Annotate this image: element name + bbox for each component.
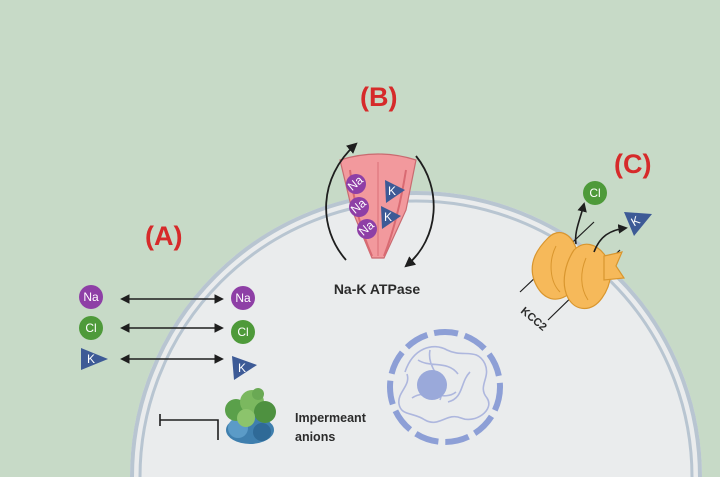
nucleus [387, 329, 503, 445]
kcc2-cl-efflux-arrow [574, 202, 587, 245]
k-ion-outside-label: K [87, 352, 95, 366]
kcc2-cl-ion [583, 181, 607, 205]
label-c: (C) [614, 149, 651, 179]
cl-ion-outside [79, 316, 103, 340]
anions-caption-line1: Impermeant [295, 411, 367, 425]
pump-k-ion-1 [385, 180, 405, 203]
k-ion-outside [81, 348, 108, 370]
cell-membrane-inner [138, 199, 694, 477]
kcc2-cl-ion-label: Cl [589, 186, 600, 200]
pump-na-ion-3 [357, 219, 377, 239]
label-a: (A) [145, 221, 182, 251]
pump-caption: Na-K ATPase [334, 281, 421, 297]
anion-block-bracket [160, 419, 219, 440]
na-ion-outside [79, 285, 103, 309]
anions-caption-line2: anions [295, 430, 335, 444]
na-ion-inside [231, 286, 255, 310]
kcc2-transporter [531, 231, 626, 310]
label-b: (B) [360, 82, 397, 112]
pump-k-ion-1-label: K [388, 184, 396, 198]
cl-ion-inside [231, 320, 255, 344]
kcc2-k-efflux-arrow [593, 224, 628, 253]
pump-k-ion-2 [381, 206, 401, 229]
pump-k-ion-2-label: K [384, 210, 392, 224]
nucleolus [417, 370, 447, 400]
cl-ion-inside-label: Cl [237, 325, 248, 339]
na-ion-inside-label: Na [235, 291, 251, 305]
pump-outward-arrow [325, 142, 358, 261]
cell-membrane-outer [130, 191, 702, 477]
impermeant-anion-protein [225, 388, 276, 444]
pump-na-ion-1 [346, 174, 366, 194]
panel-b: Na Na Na K K Na-K ATPase [325, 142, 435, 297]
k-ion-inside [232, 356, 257, 380]
cl-ion-outside-label: Cl [85, 321, 96, 335]
na-ion-outside-label: Na [83, 290, 99, 304]
pump-inward-arrow [404, 155, 435, 268]
pump-na-ion-2 [349, 197, 369, 217]
k-ion-inside-label: K [238, 361, 246, 375]
kcc2-k-ion [624, 212, 652, 236]
nucleus-envelope [387, 329, 503, 445]
panel-a: Na Cl K Na Cl K Impermeant anions [79, 285, 367, 444]
